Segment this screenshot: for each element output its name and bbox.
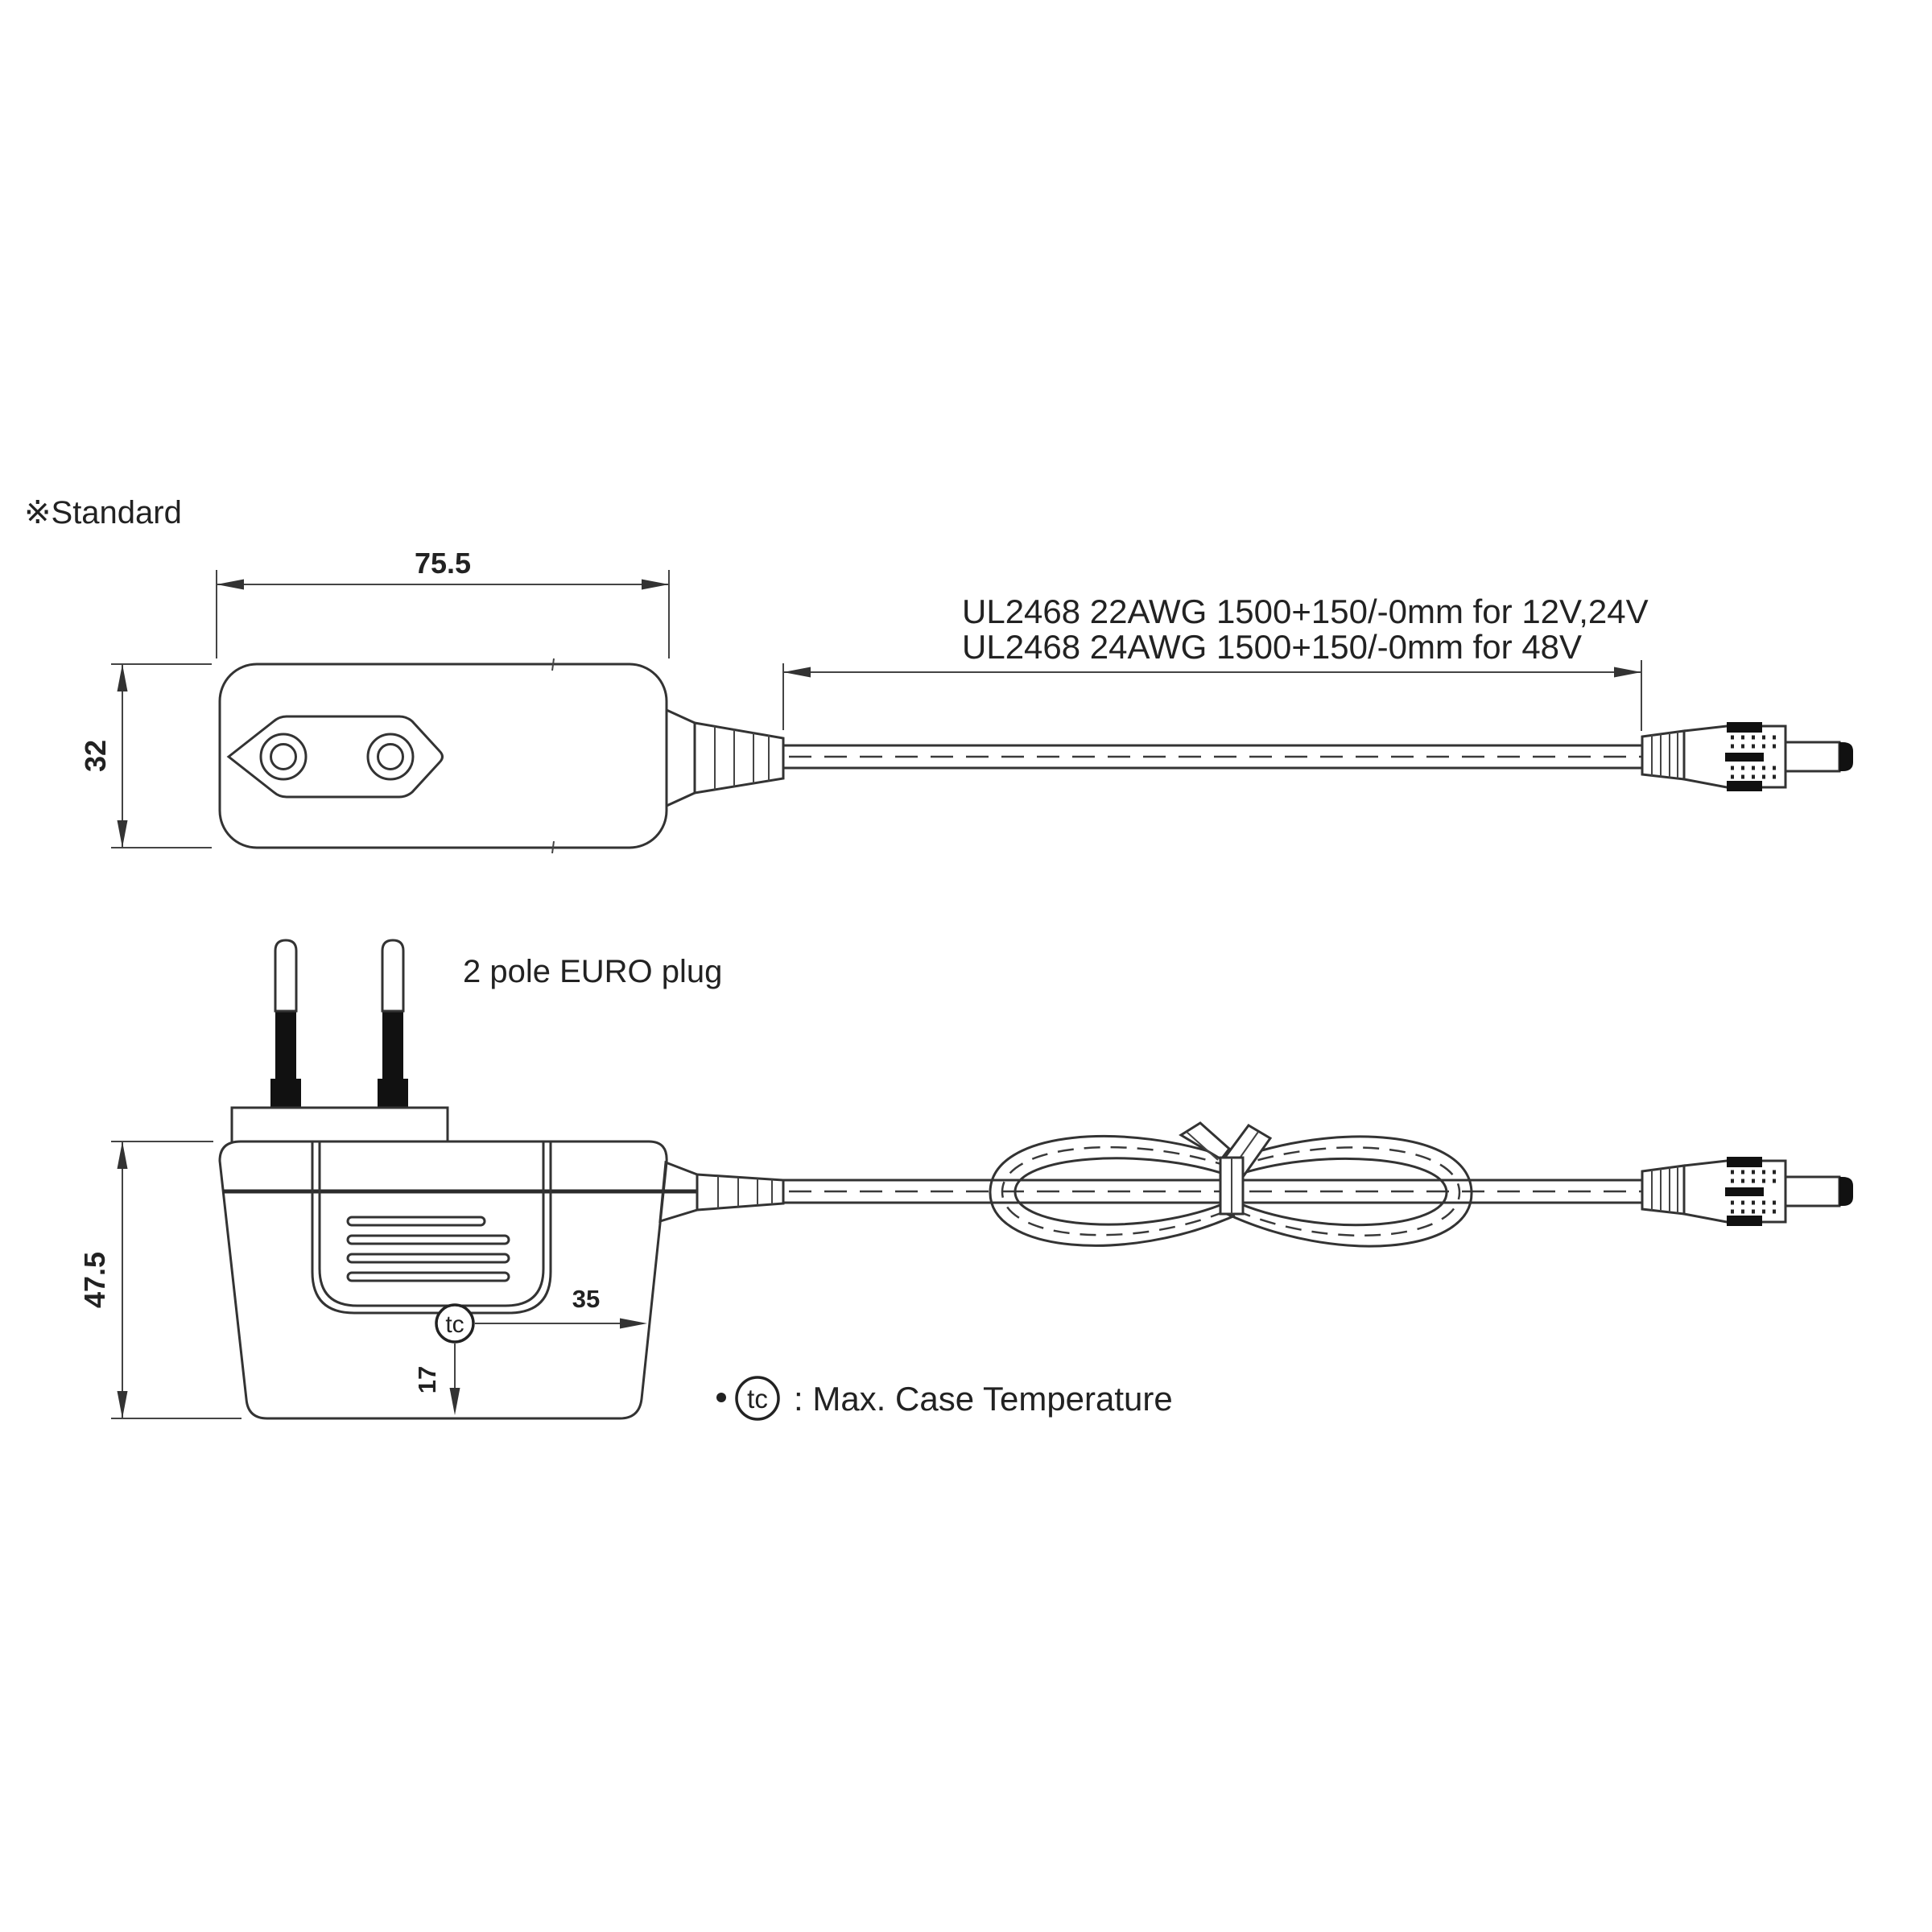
dc-plug-side [1641, 1157, 1853, 1226]
parting-nub-bottom [551, 840, 555, 854]
height-dimension-text: 32 [79, 740, 112, 772]
euro-plug-pin-left [270, 939, 301, 1109]
output-cable-top [783, 744, 1644, 770]
height-dimension-32: 32 [79, 663, 212, 848]
socket-hole-right [366, 733, 415, 781]
legend-bullet [716, 1393, 726, 1402]
tc-vertical-dimension-17: 17 [413, 1344, 460, 1415]
plug-type-label: 2 pole EURO plug [463, 954, 722, 989]
tc-legend: tc : Max. Case Temperature [716, 1376, 1173, 1421]
tc-offset-dimension-35: 35 [475, 1285, 647, 1329]
socket-hole-left [259, 733, 308, 781]
cable-tie [1179, 1121, 1273, 1216]
dc-plug-tip [1839, 742, 1853, 771]
legend-description: : Max. Case Temperature [794, 1380, 1173, 1418]
cable-spec-line-2: UL2468 24AWG 1500+150/-0mm for 48V [962, 628, 1582, 666]
tc-marker-text: tc [445, 1311, 464, 1338]
cable-length-dimension: UL2468 22AWG 1500+150/-0mm for 12V,24V U… [782, 592, 1649, 731]
height-dimension-side-text: 47.5 [78, 1252, 111, 1308]
euro-socket-outline [226, 715, 444, 799]
plug-base [230, 1106, 449, 1145]
tc-vertical-text: 17 [413, 1366, 441, 1393]
euro-plug-pin-right [378, 939, 408, 1109]
parting-nub-top [551, 658, 555, 671]
top-view-front: 75.5 32 [79, 547, 1853, 854]
tc-marker: tc [435, 1303, 475, 1344]
standard-label: ※Standard [24, 495, 182, 530]
label-recess [311, 1141, 552, 1315]
adapter-strain-relief-top [665, 708, 785, 808]
cable-bow [989, 1121, 1473, 1248]
tc-offset-text: 35 [572, 1285, 600, 1313]
legend-tc-symbol: tc [747, 1384, 768, 1414]
output-cable-side [783, 1179, 1644, 1204]
dc-plug-top [1641, 722, 1853, 791]
socket-hole-right-inner [377, 743, 404, 770]
width-dimension-text: 75.5 [415, 547, 471, 580]
vent-slots [346, 1216, 510, 1282]
width-dimension-75-5: 75.5 [216, 547, 670, 658]
bottom-view-side: 2 pole EURO plug 47.5 tc [78, 939, 1853, 1420]
height-dimension-47-5: 47.5 [78, 1141, 242, 1419]
legend-tc-circle [735, 1376, 780, 1421]
dc-plug-tip-side [1839, 1177, 1853, 1206]
cable-spec-line-1: UL2468 22AWG 1500+150/-0mm for 12V,24V [962, 592, 1649, 630]
socket-hole-left-inner [270, 743, 297, 770]
